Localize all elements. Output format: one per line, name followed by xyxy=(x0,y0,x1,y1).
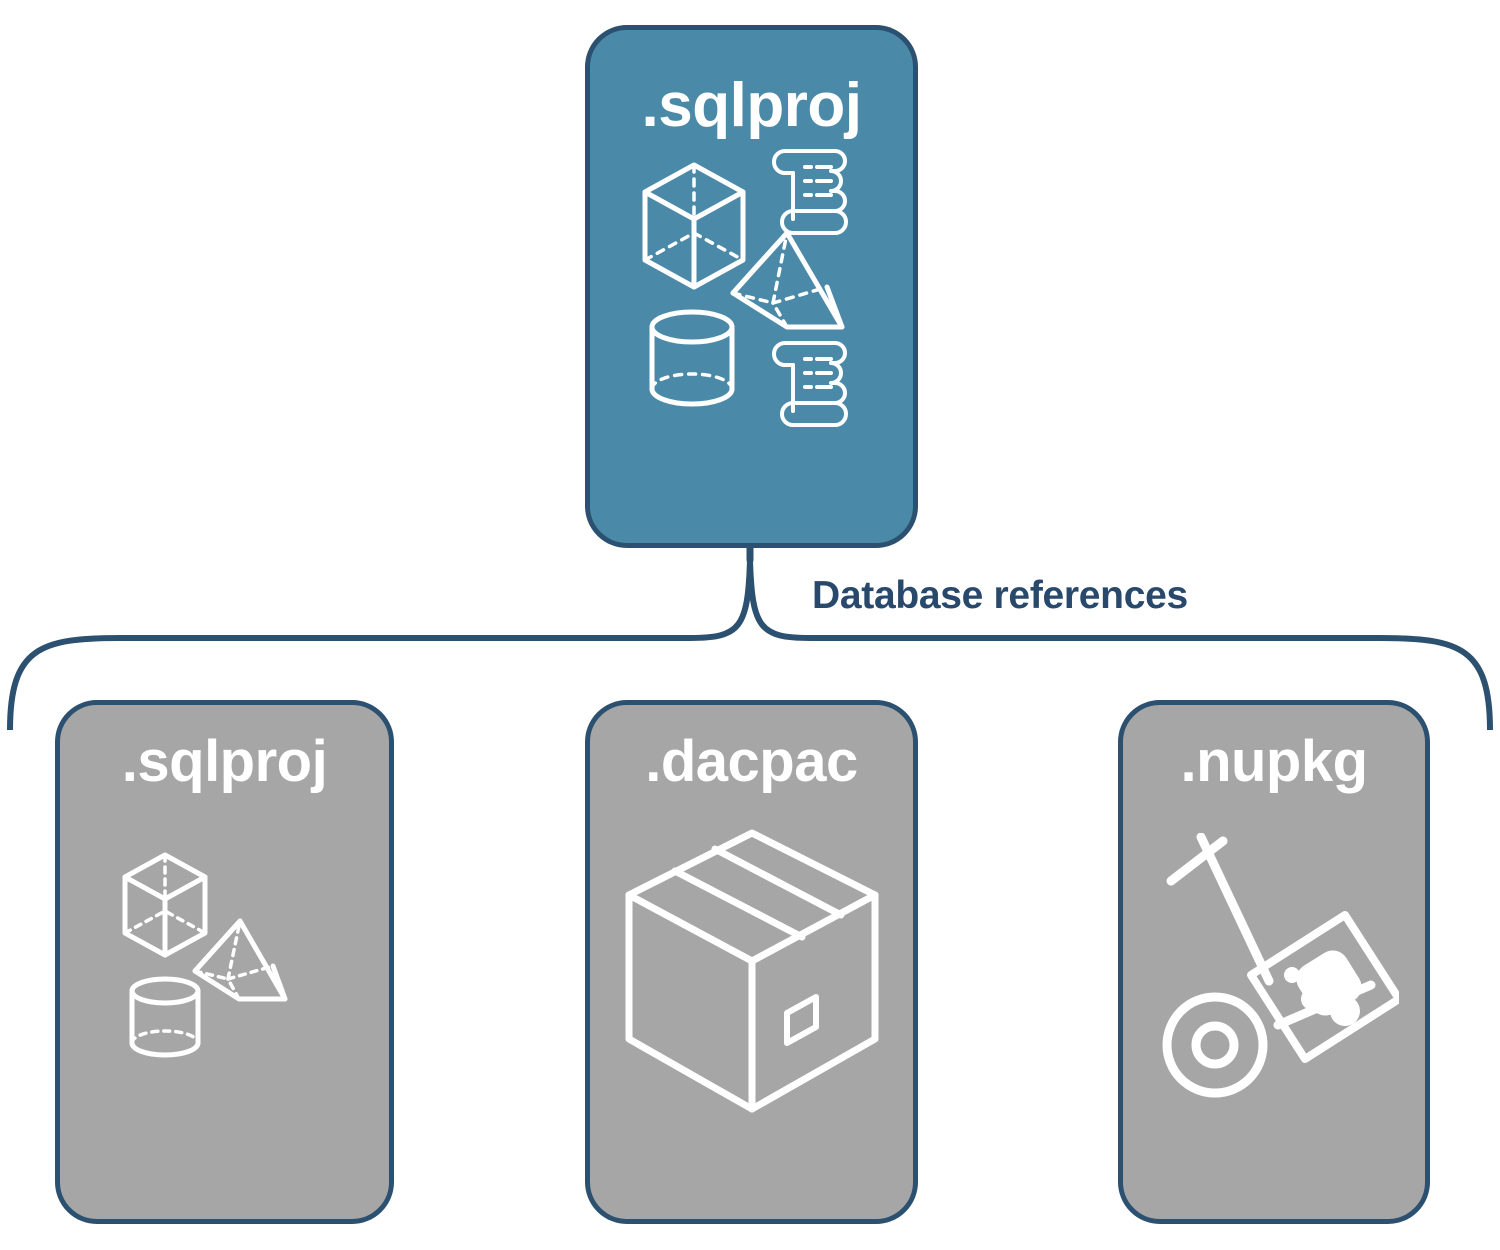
scroll-icon xyxy=(771,341,848,427)
cube-icon xyxy=(642,162,745,290)
node-reference-nupkg[interactable]: .nupkg xyxy=(1118,700,1430,1224)
node-title: .sqlproj xyxy=(641,71,862,140)
node-title: .sqlproj xyxy=(121,729,328,794)
pyramid-icon xyxy=(192,918,288,1002)
brace-label: Database references xyxy=(812,574,1188,617)
package-box-icon xyxy=(625,829,878,1113)
node-sqlproj-root[interactable]: .sqlproj xyxy=(585,25,918,548)
cube-icon xyxy=(122,852,208,958)
pyramid-icon xyxy=(730,230,844,330)
cylinder-icon xyxy=(129,976,201,1058)
sqlproj-icon-group xyxy=(117,839,332,1074)
cylinder-icon xyxy=(649,309,734,407)
nupkg-icon-group xyxy=(1149,832,1403,1128)
node-reference-dacpac[interactable]: .dacpac xyxy=(585,700,918,1224)
node-reference-sqlproj[interactable]: .sqlproj xyxy=(55,700,394,1224)
node-title: .nupkg xyxy=(1180,729,1368,794)
hand-truck-package-icon xyxy=(1162,832,1403,1098)
root-icon-group xyxy=(637,137,867,442)
scroll-icon xyxy=(771,149,848,235)
node-title: .dacpac xyxy=(645,729,858,794)
dacpac-icon-group xyxy=(617,821,887,1126)
